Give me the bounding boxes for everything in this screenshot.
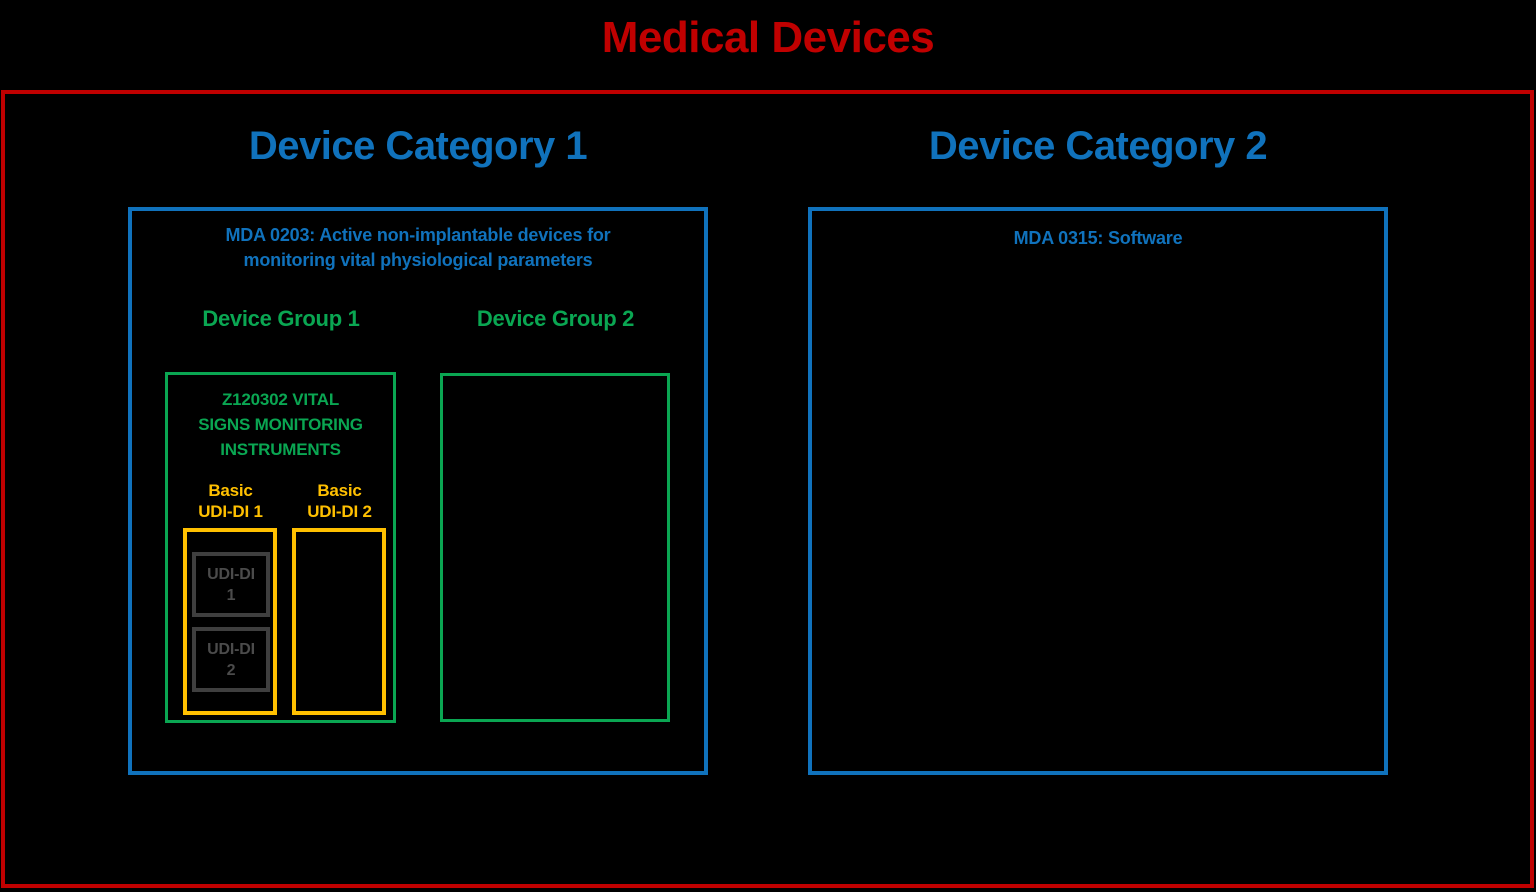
group-1-label-line-3: INSTRUMENTS [220,440,341,459]
basic-udi-di-2-heading-line-1: Basic [317,481,362,500]
basic-udi-di-1-heading-line-1: Basic [208,481,253,500]
basic-udi-di-2-heading: Basic UDI-DI 2 [292,480,387,522]
group-1-box [165,372,396,723]
category-1-label-line-1: MDA 0203: Active non-implantable devices… [225,225,611,245]
category-1-heading: Device Category 1 [248,124,588,168]
udi-di-1-label-line-2: 1 [226,586,236,604]
category-1-label-line-2: monitoring vital physiological parameter… [243,250,593,270]
group-2-box [440,373,670,722]
diagram-title: Medical Devices [601,13,935,62]
udi-di-1-label: UDI-DI 1 [207,564,255,606]
group-2-heading: Device Group 2 [476,306,635,331]
udi-di-2-box: UDI-DI 2 [192,627,270,692]
basic-udi-di-1-heading: Basic UDI-DI 1 [183,480,278,522]
basic-udi-di-1-box [183,528,277,715]
udi-di-2-label: UDI-DI 2 [207,639,255,681]
udi-di-1-box: UDI-DI 1 [192,552,270,617]
category-1-label: MDA 0203: Active non-implantable devices… [150,223,686,273]
group-1-label-line-2: SIGNS MONITORING [198,415,363,434]
category-2-label: MDA 0315: Software [1013,228,1183,248]
udi-di-2-label-line-1: UDI-DI [207,640,255,658]
basic-udi-di-1-heading-line-2: UDI-DI 1 [198,502,263,521]
group-1-label: Z120302 VITAL SIGNS MONITORING INSTRUMEN… [170,387,391,462]
medical-devices-frame [1,90,1534,888]
category-2-box [808,207,1388,775]
group-1-heading: Device Group 1 [202,306,360,331]
udi-di-1-label-line-1: UDI-DI [207,565,255,583]
category-2-heading: Device Category 2 [928,124,1268,168]
basic-udi-di-2-heading-line-2: UDI-DI 2 [307,502,372,521]
basic-udi-di-2-box [292,528,386,715]
group-1-label-line-1: Z120302 VITAL [221,390,340,409]
category-1-box [128,207,708,775]
udi-di-2-label-line-2: 2 [226,661,236,679]
